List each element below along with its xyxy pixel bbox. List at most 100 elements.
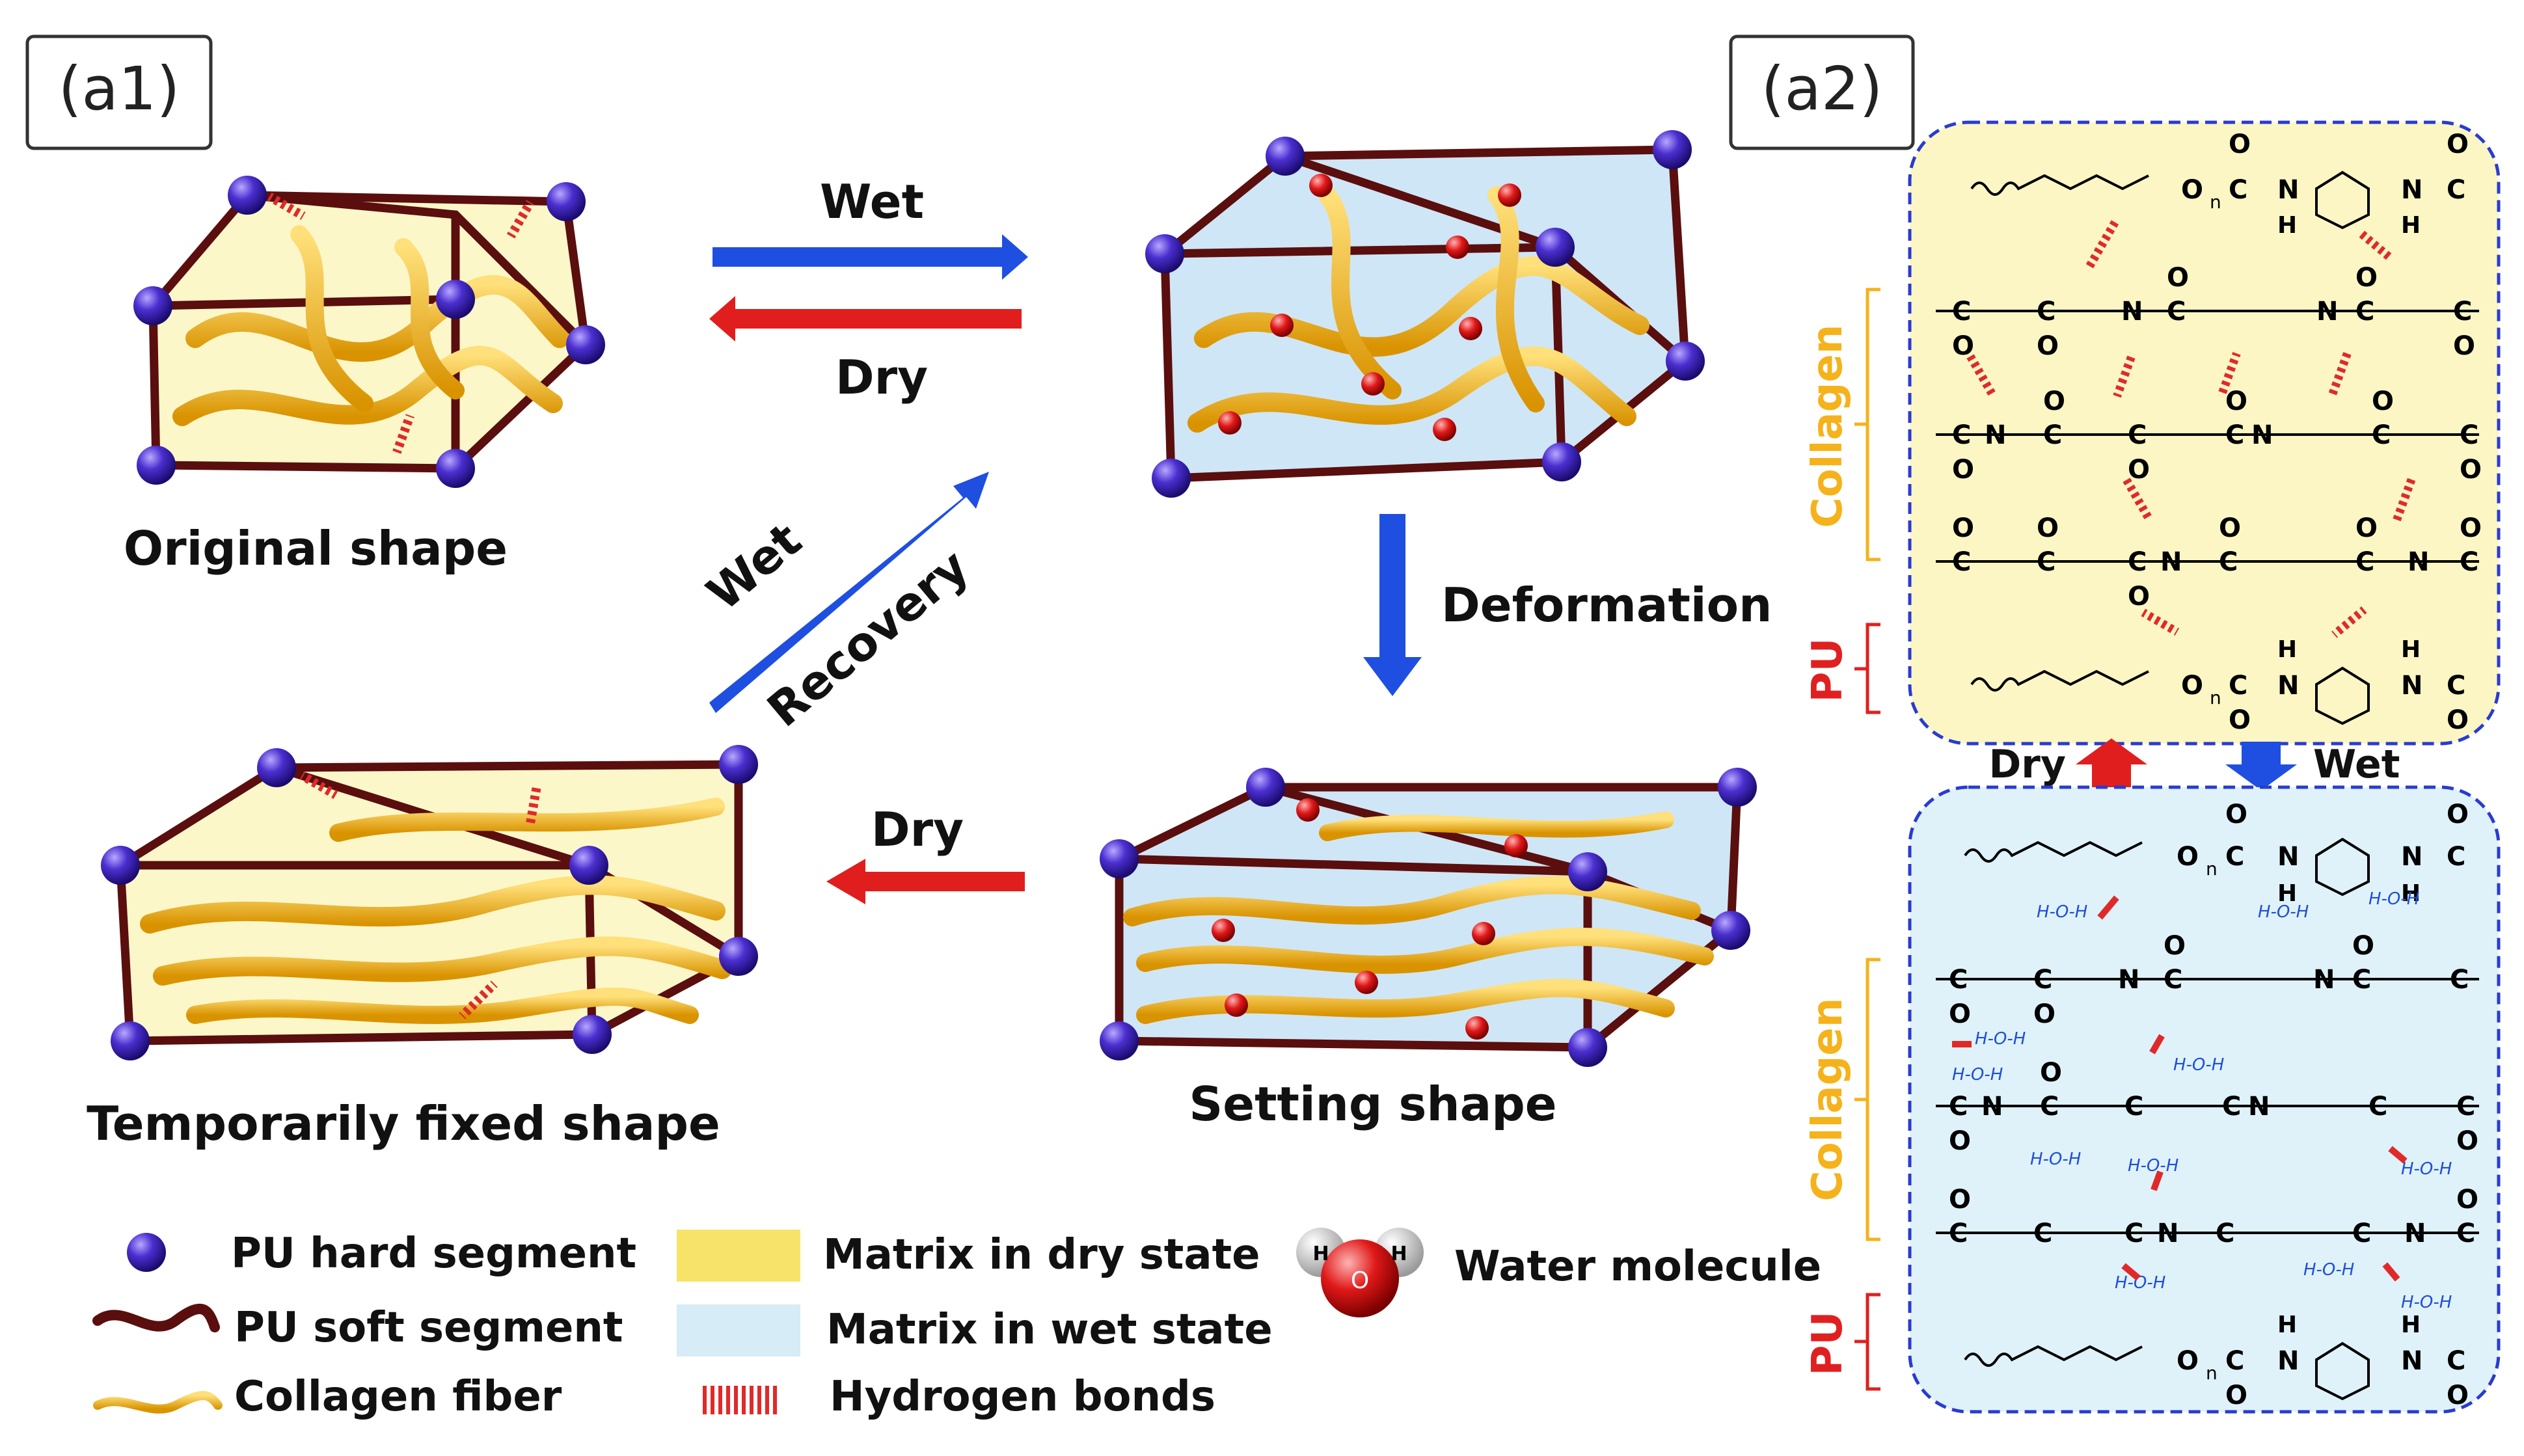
pu-hard-segment xyxy=(1152,459,1191,498)
collagen-label-dry: Collagen xyxy=(1804,325,1852,528)
atom-h: H xyxy=(2401,212,2421,239)
water-molecule-icon xyxy=(1459,317,1482,340)
collagen-row: C O N C O C C N C C O xyxy=(1936,1058,2479,1156)
hydrogen-bond xyxy=(459,980,498,1019)
svg-text:C: C xyxy=(1949,965,1968,995)
svg-text:N: N xyxy=(2160,547,2182,577)
svg-text:C: C xyxy=(2037,297,2056,327)
svg-text:N: N xyxy=(1981,1092,2003,1122)
svg-text:C: C xyxy=(2037,547,2056,577)
svg-text:C: C xyxy=(2460,547,2478,577)
water-molecule-icon xyxy=(1270,314,1294,337)
water-molecule: H-O-H xyxy=(2258,902,2309,922)
svg-text:N: N xyxy=(2251,420,2273,450)
svg-text:O: O xyxy=(2447,800,2469,829)
recovery-arrow xyxy=(709,472,989,713)
svg-text:N: N xyxy=(1985,420,2006,450)
water-molecule: H-O-H xyxy=(2030,1150,2081,1169)
legend-soft-segment: PU soft segment xyxy=(234,1304,623,1352)
water-molecule-icon xyxy=(1465,1016,1489,1040)
pu-hard-segment xyxy=(101,846,140,885)
svg-text:C: C xyxy=(2447,1346,2465,1376)
atom-c: C xyxy=(2229,175,2247,205)
atom-o: O xyxy=(2447,129,2469,159)
legend-matrix-wet: Matrix in wet state xyxy=(826,1306,1273,1354)
legend-matrix-wet-icon xyxy=(677,1304,800,1356)
svg-text:H: H xyxy=(2277,1312,2297,1338)
hydrogen-bond xyxy=(392,414,414,454)
svg-text:C: C xyxy=(2043,420,2062,450)
dry-arrow-left xyxy=(709,296,1022,342)
pu-hard-segment xyxy=(1100,1021,1139,1060)
legend-collagen-fiber: Collagen fiber xyxy=(234,1373,562,1421)
svg-text:C: C xyxy=(2447,671,2465,701)
pu-hard-segment xyxy=(1568,852,1607,891)
pu-hard-segment xyxy=(228,176,267,215)
collagen-fiber xyxy=(1319,811,1674,841)
svg-text:C: C xyxy=(1949,1092,1968,1122)
wet-shape-block xyxy=(1145,130,1705,498)
water-molecule: H-O-H xyxy=(2401,1293,2452,1312)
setting-shape-block: Setting shape xyxy=(1100,768,1757,1131)
pu-hard-segment xyxy=(133,286,172,325)
svg-text:N: N xyxy=(2277,1346,2299,1376)
sub-n: n xyxy=(2210,191,2221,213)
hydrogen-bond xyxy=(299,771,338,800)
ring xyxy=(2315,666,2370,725)
svg-text:O: O xyxy=(2456,1126,2478,1156)
svg-text:O: O xyxy=(2352,931,2374,961)
svg-text:N: N xyxy=(2121,297,2143,327)
svg-text:O: O xyxy=(1952,455,1974,485)
pu-hard-segment xyxy=(1100,839,1139,878)
hydrogen-bond xyxy=(525,785,542,825)
svg-text:O: O xyxy=(2225,386,2247,416)
svg-text:O: O xyxy=(2177,1346,2199,1376)
svg-text:N: N xyxy=(2313,965,2335,995)
svg-text:C: C xyxy=(2124,1219,2143,1248)
atom-o: O xyxy=(2229,129,2251,159)
hydrogen-bond xyxy=(267,192,306,221)
hydrogen-bond xyxy=(1952,1041,1972,1047)
legend-matrix-dry: Matrix in dry state xyxy=(823,1231,1260,1279)
pu-hard-segment xyxy=(573,1015,612,1054)
legend-hard-segment: PU hard segment xyxy=(231,1230,636,1278)
svg-text:C: C xyxy=(2453,297,2472,327)
collagen-bracket xyxy=(1854,958,1880,1241)
svg-text:C: C xyxy=(1949,1219,1968,1248)
svg-text:H: H xyxy=(1391,1243,1407,1265)
water-molecule-icon xyxy=(1212,919,1235,942)
temporary-shape-label: Temporarily fixed shape xyxy=(87,1096,720,1151)
svg-text:N: N xyxy=(2408,547,2429,577)
svg-text:O: O xyxy=(2460,513,2482,543)
water-molecule-icon xyxy=(1504,834,1528,857)
pu-hard-segment xyxy=(1246,768,1285,807)
water-molecule-icon xyxy=(1472,922,1495,945)
svg-text:C: C xyxy=(2460,420,2478,450)
svg-text:N: N xyxy=(2277,671,2299,701)
svg-text:O: O xyxy=(2229,705,2251,735)
legend-collagen-fiber-icon xyxy=(93,1391,223,1414)
panel-a2: (a2) xyxy=(1729,34,1915,150)
legend-hydrogen-bonds-icon xyxy=(699,1386,778,1414)
collagen-fiber xyxy=(1187,346,1636,433)
svg-text:C: C xyxy=(2456,1219,2475,1248)
svg-text:N: N xyxy=(2404,1219,2426,1248)
legend-hard-segment-icon xyxy=(127,1233,166,1272)
svg-text:O: O xyxy=(2037,513,2059,543)
svg-text:O: O xyxy=(2128,455,2150,485)
svg-text:C: C xyxy=(2124,1092,2143,1122)
panel-a1-label-box xyxy=(25,34,213,150)
dry-switch-label: Dry xyxy=(1988,742,2066,787)
atom-o: O xyxy=(2181,175,2203,205)
pu-label-wet: PU xyxy=(1804,1312,1852,1376)
water-molecule-icon xyxy=(1296,798,1320,822)
panel-a2-label: (a2) xyxy=(1761,54,1883,124)
svg-text:O: O xyxy=(2225,1381,2247,1410)
pu-bracket xyxy=(1854,623,1880,714)
pu-hard-segment xyxy=(1568,1028,1607,1067)
svg-text:C: C xyxy=(2447,842,2465,872)
svg-text:H: H xyxy=(2401,636,2421,663)
collagen-row: C O C O N C O N C O C xyxy=(1936,931,2479,1029)
water-molecule: H-O-H xyxy=(2173,1055,2224,1075)
pu-hard-segment xyxy=(1666,342,1705,381)
